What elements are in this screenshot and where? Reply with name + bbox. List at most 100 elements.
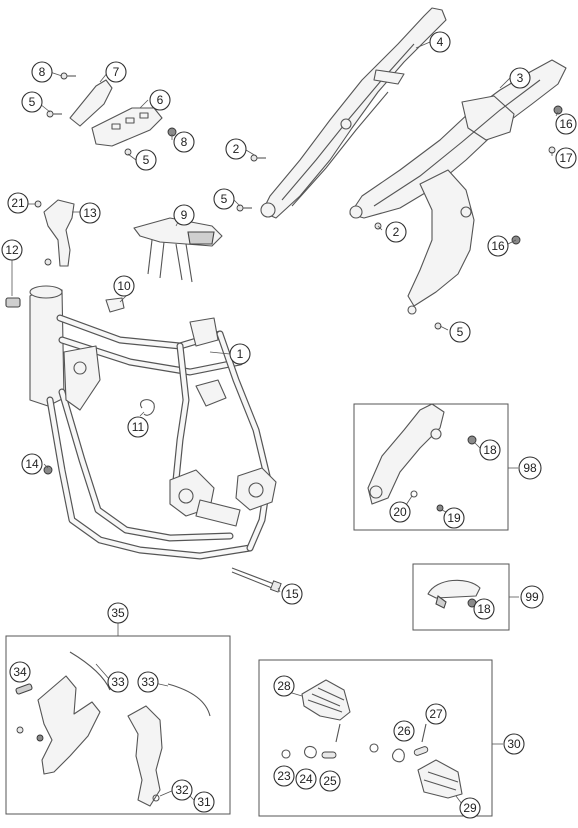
callout-10: 10 [113, 275, 135, 297]
svg-text:3: 3 [517, 71, 524, 85]
svg-text:18: 18 [477, 602, 491, 616]
svg-text:18: 18 [483, 443, 497, 457]
svg-text:21: 21 [11, 196, 25, 210]
callout-13: 13 [79, 202, 101, 224]
clamp-11 [140, 399, 155, 416]
svg-text:26: 26 [397, 724, 411, 738]
callout-28: 28 [273, 675, 295, 697]
callout-32: 32 [171, 779, 193, 801]
leader-lines [11, 41, 559, 805]
callout-18: 18 [479, 439, 501, 461]
svg-text:16: 16 [491, 239, 505, 253]
callout-12: 12 [1, 239, 23, 261]
svg-text:25: 25 [323, 774, 337, 788]
svg-text:5: 5 [221, 192, 228, 206]
callout-2: 2 [225, 138, 247, 160]
svg-text:2: 2 [393, 225, 400, 239]
sensor-12 [5, 297, 21, 308]
subframe-left-rail [260, 7, 447, 219]
svg-text:11: 11 [132, 420, 145, 434]
callout-26: 26 [393, 720, 415, 742]
callout-6: 6 [149, 89, 171, 111]
svg-text:24: 24 [299, 772, 313, 786]
svg-text:17: 17 [559, 151, 573, 165]
svg-text:33: 33 [111, 675, 125, 689]
svg-text:33: 33 [141, 675, 155, 689]
callout-11: 11 [127, 416, 149, 438]
callout-98: 98 [518, 456, 542, 480]
bolt-15 [231, 567, 282, 593]
callout-5: 5 [21, 91, 43, 113]
frame-protector-set-35 [15, 651, 211, 808]
fastener-set [34, 72, 563, 330]
rubber-plug-99 [427, 579, 481, 609]
callout-7: 7 [105, 61, 127, 83]
callout-15: 15 [281, 583, 303, 605]
svg-text:32: 32 [175, 783, 189, 797]
bracket-6 [91, 107, 163, 147]
svg-text:27: 27 [429, 707, 443, 721]
callout-9: 9 [173, 204, 195, 226]
subframe-right-rail [349, 59, 567, 315]
callout-8: 8 [31, 61, 53, 83]
svg-text:7: 7 [113, 65, 120, 79]
callout-23: 23 [273, 765, 295, 787]
svg-text:98: 98 [523, 461, 537, 475]
callout-8: 8 [173, 131, 195, 153]
svg-text:34: 34 [13, 665, 27, 679]
callout-20: 20 [389, 501, 411, 523]
bushing-14 [43, 465, 53, 475]
callout-3: 3 [509, 67, 531, 89]
svg-text:8: 8 [181, 135, 188, 149]
footrest-set-30 [281, 679, 463, 799]
callout-14: 14 [21, 453, 43, 475]
callout-99: 99 [520, 585, 544, 609]
side-stand-bracket-98 [367, 403, 477, 512]
callout-4: 4 [429, 31, 451, 53]
callout-27: 27 [425, 703, 447, 725]
callout-24: 24 [295, 768, 317, 790]
svg-text:12: 12 [5, 243, 19, 257]
bracket-7 [69, 79, 113, 127]
clip-10 [105, 297, 125, 313]
callout-33: 33 [137, 671, 159, 693]
svg-text:13: 13 [83, 206, 97, 220]
svg-text:16: 16 [559, 117, 573, 131]
svg-text:28: 28 [277, 679, 291, 693]
svg-text:99: 99 [525, 590, 539, 604]
callout-31: 31 [193, 791, 215, 813]
callout-29: 29 [459, 797, 481, 819]
svg-text:2: 2 [233, 142, 240, 156]
svg-text:8: 8 [39, 65, 46, 79]
svg-text:1: 1 [237, 347, 244, 361]
callout-34: 34 [9, 661, 31, 683]
svg-text:10: 10 [117, 279, 131, 293]
callout-18: 18 [473, 598, 495, 620]
svg-text:31: 31 [197, 795, 211, 809]
callout-16: 16 [487, 235, 509, 257]
svg-text:5: 5 [29, 95, 36, 109]
callout-16: 16 [555, 113, 577, 135]
svg-text:15: 15 [285, 587, 299, 601]
callout-33: 33 [107, 671, 129, 693]
callout-19: 19 [443, 507, 465, 529]
number-plate-bracket [133, 217, 223, 283]
callout-25: 25 [319, 770, 341, 792]
callout-2: 2 [385, 221, 407, 243]
cable-holder-13 [43, 199, 75, 267]
svg-text:29: 29 [463, 801, 477, 815]
callout-17: 17 [555, 147, 577, 169]
subassembly-box-35 [5, 635, 231, 815]
callout-35: 35 [107, 602, 129, 624]
svg-text:30: 30 [507, 737, 521, 751]
svg-text:4: 4 [437, 35, 444, 49]
subassembly-box-30 [258, 659, 493, 817]
svg-text:35: 35 [111, 606, 125, 620]
svg-text:23: 23 [277, 769, 291, 783]
svg-text:14: 14 [25, 457, 39, 471]
main-frame [29, 285, 277, 560]
callout-21: 21 [7, 192, 29, 214]
svg-text:5: 5 [143, 153, 150, 167]
svg-text:20: 20 [393, 505, 407, 519]
